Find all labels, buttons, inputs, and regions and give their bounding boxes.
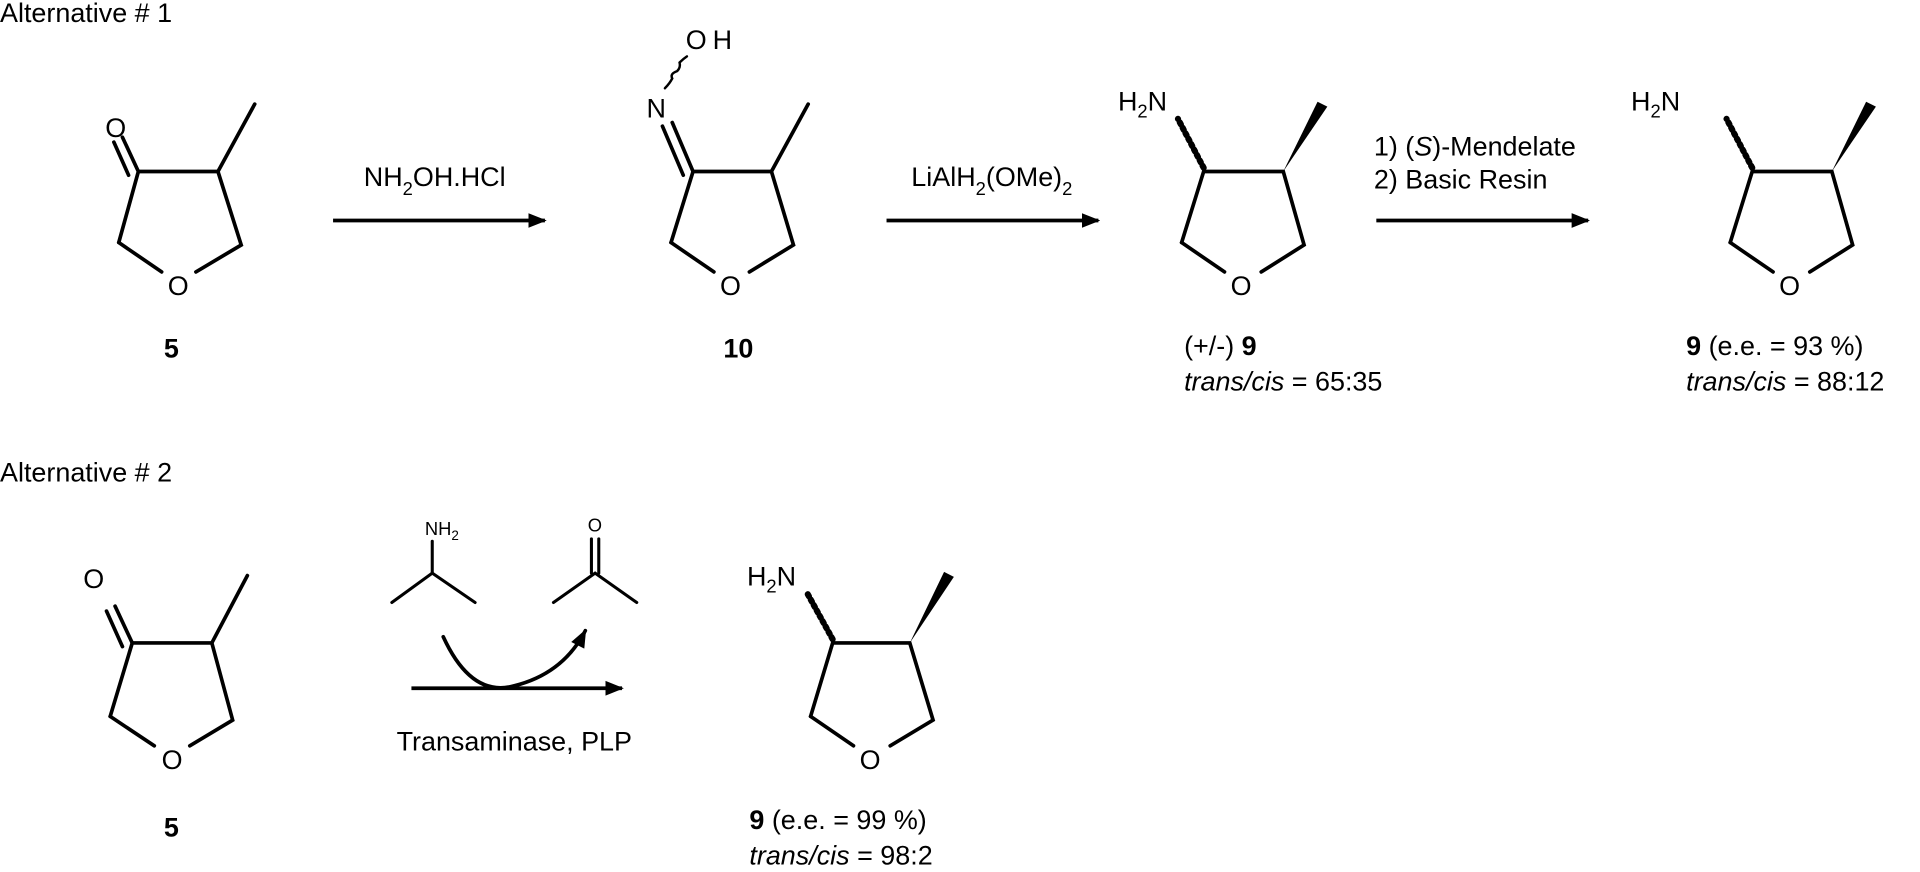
compound-label: 5	[164, 334, 179, 364]
carbonyl-oxygen: O	[83, 564, 104, 594]
alt2-heading: Alternative # 2	[0, 457, 172, 487]
curved-arrow	[441, 628, 588, 690]
compound-5-structure: O O 5	[105, 102, 257, 364]
oxime-hydrogen: H	[713, 25, 732, 55]
bold-wedge-bond	[909, 571, 954, 643]
bold-wedge-bond	[1283, 101, 1328, 172]
amine-group: H2N	[747, 561, 796, 596]
isopropylamine-structure: NH2	[390, 518, 477, 605]
trans-cis-ratio: trans/cis = 88:12	[1686, 367, 1884, 397]
amine-donor-label: NH2	[425, 518, 459, 543]
compound-label: (+/-) 9	[1184, 331, 1257, 361]
reagent-resolution-step1: 1) (S)-Mendelate	[1374, 132, 1576, 162]
amine-group: H2N	[1118, 86, 1167, 121]
trans-cis-ratio: trans/cis = 98:2	[749, 841, 932, 871]
carbonyl-oxygen: O	[105, 113, 126, 143]
hashed-wedge-bond	[1723, 115, 1756, 171]
reagent-transaminase: Transaminase, PLP	[397, 727, 632, 757]
acetone-structure: O	[551, 515, 639, 605]
compound-9-racemic-structure: H2N O (+/-) 9 trans/cis = 65:35	[1118, 86, 1382, 396]
bold-wedge-bond	[1831, 101, 1876, 172]
ring-oxygen: O	[720, 271, 741, 301]
reagent-reductant: LiAlH2(OMe)2	[911, 162, 1072, 199]
compound-label: 9 (e.e. = 99 %)	[749, 805, 926, 835]
compound-9-enzymatic-structure: H2N O 9 (e.e. = 99 %) trans/cis = 98:2	[747, 561, 954, 871]
ring-oxygen: O	[162, 745, 183, 775]
compound-9-resolved-structure: H2N O 9 (e.e. = 93 %) trans/cis = 88:12	[1631, 86, 1884, 396]
ring-oxygen: O	[168, 271, 189, 301]
hashed-wedge-bond	[1174, 115, 1207, 171]
trans-cis-ratio: trans/cis = 65:35	[1184, 367, 1382, 397]
amine-group: H2N	[1631, 86, 1680, 121]
compound-label: 5	[164, 812, 179, 842]
oxime-oxygen: O	[686, 25, 707, 55]
reagent-resolution-step2: 2) Basic Resin	[1374, 165, 1548, 195]
ring-oxygen: O	[1779, 271, 1800, 301]
ketone-oxygen: O	[588, 515, 602, 536]
ring-oxygen: O	[860, 745, 881, 775]
compound-label: 9 (e.e. = 93 %)	[1686, 331, 1863, 361]
reagent-hydroxylamine: NH2OH.HCl	[364, 162, 506, 199]
compound-label: 10	[723, 334, 753, 364]
ring-oxygen: O	[1231, 271, 1252, 301]
hashed-wedge-bond	[803, 589, 836, 643]
compound-5-structure-alt2: O O 5	[83, 564, 250, 842]
oxime-nitrogen: N	[647, 94, 666, 124]
wavy-bond	[663, 55, 689, 90]
alt1-heading: Alternative # 1	[0, 0, 172, 28]
compound-10-structure: N O H O 10	[647, 25, 810, 364]
